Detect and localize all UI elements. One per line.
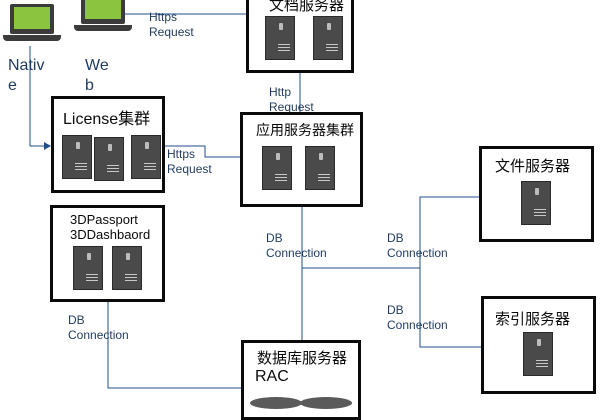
conn-label-line: Connection bbox=[68, 328, 129, 342]
conn-label-line: Https bbox=[167, 147, 196, 161]
arrowhead-license bbox=[44, 142, 51, 150]
laptop-base bbox=[3, 35, 61, 41]
conn-label-http-app: Http Request bbox=[269, 85, 314, 115]
index-server-title: 索引服务器 bbox=[495, 311, 571, 328]
conn-label-line: Connection bbox=[266, 246, 327, 260]
server-icon bbox=[265, 16, 295, 60]
conn-label-line: Connection bbox=[387, 246, 448, 260]
connector-db-to-file bbox=[302, 196, 480, 269]
server-icon bbox=[94, 137, 124, 181]
passport-dashboard-box: 3DPassport 3DDashbaord bbox=[50, 205, 165, 302]
file-server-box: 文件服务器 bbox=[479, 146, 594, 242]
conn-label-db-app: DB Connection bbox=[266, 231, 327, 261]
conn-label-line: DB bbox=[387, 303, 404, 317]
laptop-base bbox=[74, 25, 132, 31]
database-cylinder bbox=[250, 397, 302, 409]
index-server-box: 索引服务器 bbox=[481, 296, 596, 394]
server-icon bbox=[73, 246, 103, 290]
passport-title: 3DPassport 3DDashbaord bbox=[70, 212, 150, 242]
web-server-box: 文档服务器 bbox=[246, 0, 354, 73]
connector-license-to-app bbox=[164, 145, 241, 158]
conn-label-line: DB bbox=[68, 313, 85, 327]
conn-label-line: Request bbox=[149, 25, 194, 39]
connector-native-to-license bbox=[29, 46, 44, 147]
conn-label-line: Http bbox=[269, 85, 292, 99]
connector-passport-to-db bbox=[107, 301, 242, 389]
conn-label-line: DB bbox=[387, 231, 404, 245]
license-cluster-title: License集群 bbox=[63, 111, 151, 128]
web-label-line2: b bbox=[85, 77, 94, 94]
native-client-label: Nativ e bbox=[8, 57, 44, 95]
conn-label-line: DB bbox=[266, 231, 283, 245]
passport-title-line1: 3DPassport bbox=[70, 212, 138, 227]
conn-label-db-file: DB Connection bbox=[387, 231, 448, 261]
server-icon bbox=[305, 146, 335, 190]
app-server-cluster-box: 应用服务器集群 bbox=[240, 112, 363, 207]
license-cluster-box: License集群 bbox=[51, 96, 165, 193]
server-icon bbox=[131, 135, 161, 179]
db-server-subtitle: RAC bbox=[255, 368, 289, 385]
conn-label-https-license: Https Request bbox=[167, 147, 212, 177]
conn-label-db-passport: DB Connection bbox=[68, 313, 129, 343]
server-icon bbox=[112, 246, 142, 290]
db-server-box: 数据库服务器 RAC bbox=[241, 340, 361, 420]
connector-db-to-index bbox=[419, 268, 482, 348]
database-icon bbox=[250, 397, 352, 409]
web-client-label: We b bbox=[85, 57, 109, 95]
conn-label-line: Request bbox=[167, 162, 212, 176]
native-label-line1: Nativ bbox=[8, 57, 45, 74]
conn-label-https-web: Https Request bbox=[149, 10, 194, 40]
db-server-title: 数据库服务器 bbox=[257, 350, 348, 367]
file-server-title: 文件服务器 bbox=[495, 158, 571, 175]
laptop-screen bbox=[81, 0, 125, 24]
app-server-cluster-title: 应用服务器集群 bbox=[256, 122, 354, 138]
conn-label-db-index: DB Connection bbox=[387, 303, 448, 333]
web-server-title: 文档服务器 bbox=[269, 0, 345, 14]
server-icon bbox=[523, 332, 553, 376]
conn-label-line: Request bbox=[269, 100, 314, 114]
server-icon bbox=[262, 146, 292, 190]
server-icon bbox=[313, 16, 343, 60]
database-cylinder bbox=[300, 397, 352, 409]
conn-label-line: Https bbox=[149, 10, 178, 24]
connector-layer bbox=[29, 13, 482, 389]
conn-label-line: Connection bbox=[387, 318, 448, 332]
native-label-line2: e bbox=[8, 77, 17, 94]
server-icon bbox=[521, 181, 551, 225]
web-label-line1: We bbox=[85, 57, 109, 74]
laptop-screen bbox=[10, 4, 54, 34]
server-icon bbox=[62, 135, 92, 179]
passport-title-line2: 3DDashbaord bbox=[70, 227, 151, 242]
